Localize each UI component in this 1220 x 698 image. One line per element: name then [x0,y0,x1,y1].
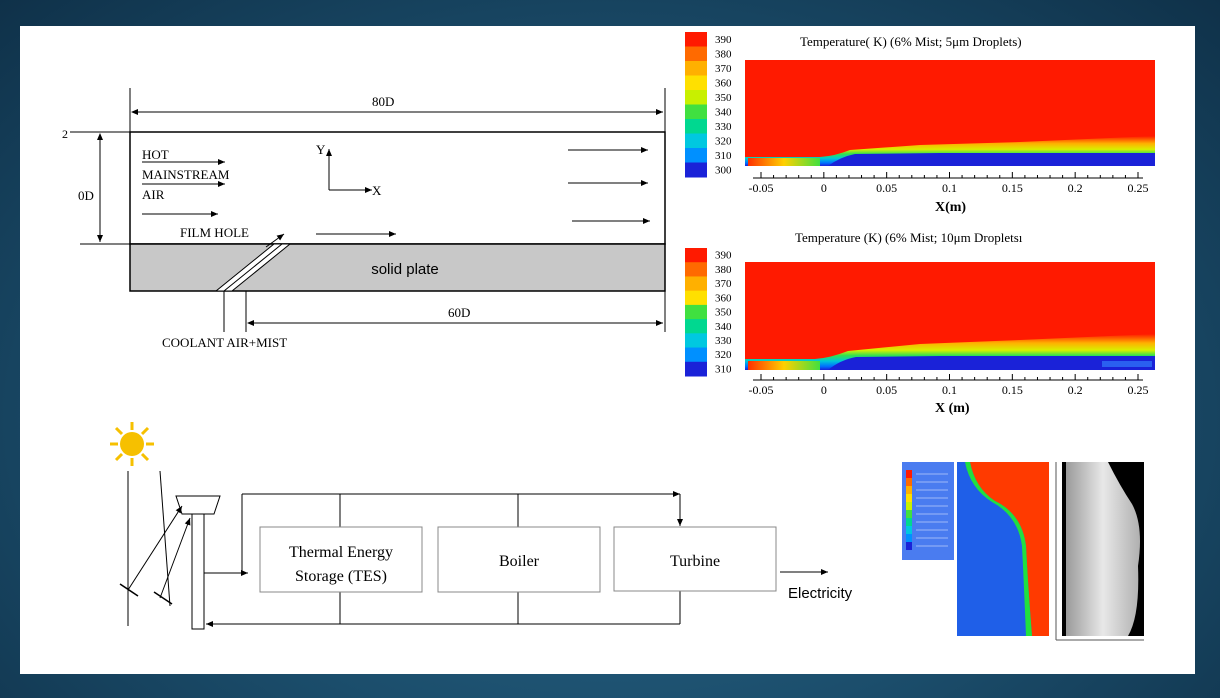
legend-top-swatch [685,75,707,91]
dim-top-label: 80D [372,94,394,109]
contour-top-tick-label: -0.05 [749,181,774,195]
legend-top-swatch [685,162,707,178]
contour-bottom-tick-label: 0.1 [942,383,957,397]
sun-icon [110,422,154,466]
contour-top-tick-label: 0.05 [876,181,897,195]
contour-top-tick-label: 0 [821,181,827,195]
electricity-label: Electricity [788,585,853,602]
legend-top-value: 330 [715,121,732,133]
heliostat-mirror [119,583,139,597]
contour-bottom-xlabel: X (m) [935,401,970,416]
legend-bottom-swatch [685,276,707,292]
turbine-label: Turbine [670,553,720,570]
mainstream-label: MAINSTREAM [142,167,230,182]
legend-top-value: 300 [715,164,732,176]
contour-bottom-tick-label: 0.15 [1002,383,1023,397]
slide-canvas: solid plate 80D 0D 2 HOT MAINSTREAM AIR … [20,26,1195,674]
legend-top-swatch [685,148,707,163]
contour-bottom-title: Temperature (K) (6% Mist; 10μm Dropletsı [795,230,1023,245]
contour-bottom-tick-label: 0.25 [1128,383,1149,397]
coolant-label: COOLANT AIR+MIST [162,335,287,350]
boiler-box [437,526,601,593]
legend-bottom-swatch [685,361,707,377]
legend-bottom-value: 330 [715,335,732,347]
legend-bottom-swatch [685,290,707,306]
legend-bottom: 390 380 370 360 350 340 330 320 310 [685,248,732,377]
legend-top-swatch [685,32,707,47]
legend-top-value: 370 [715,63,732,75]
legend-bottom-value: 380 [715,264,732,276]
legend-bottom-value: 360 [715,292,732,304]
air-label: AIR [142,187,165,202]
legend-bottom-value: 390 [715,250,732,262]
legend-bottom-value: 350 [715,307,732,319]
legend-top-value: 350 [715,92,732,104]
legend-top-swatch [685,104,707,120]
contour-plot-5um: Temperature( K) (6% Mist; 5μm Droplets) … [685,32,1155,215]
legend-bottom-swatch [685,304,707,320]
tes-label-2: Storage (TES) [295,568,387,585]
slide-graphics: solid plate 80D 0D 2 HOT MAINSTREAM AIR … [62,32,1155,641]
legend-bottom-swatch [685,319,707,334]
contour-bottom-tick-label: 0 [821,383,827,397]
film-hole-label: FILM HOLE [180,225,249,240]
legend-top-swatch [685,133,707,149]
contour-bottom-tick-label: 0.2 [1068,383,1083,397]
tes-box [259,526,423,593]
legend-top-swatch [685,46,707,62]
hot-label: HOT [142,147,169,162]
tes-label-1: Thermal Energy [289,544,393,561]
contour-plot-10um: Temperature (K) (6% Mist; 10μm Dropletsı… [685,230,1155,416]
heliostat-mirror [153,591,173,605]
boiler-label: Boiler [499,553,540,570]
legend-top-value: 360 [715,77,732,89]
legend-bottom-swatch [685,262,707,277]
turbine-box [613,526,777,592]
legend-top-value: 340 [715,106,732,118]
contour-top-xlabel: X(m) [935,200,966,215]
plate-label: solid plate [371,261,439,278]
contour-top-tick-label: 0.15 [1002,181,1023,195]
solar-thermal-system: Thermal Energy Storage (TES) Boiler Turb… [110,422,853,630]
axis-y-label: Y [316,142,326,157]
film-cooling-diagram: solid plate 80D 0D 2 HOT MAINSTREAM AIR … [62,88,666,350]
legend-bottom-value: 320 [715,349,732,361]
dim-bottom-label: 60D [448,305,470,320]
dim-left-label: 0D [78,188,94,203]
legend-bottom-value: 340 [715,321,732,333]
solid-plate [129,243,666,292]
contour-top-title: Temperature( K) (6% Mist; 5μm Droplets) [800,34,1022,49]
contour-top-tick-label: 0.2 [1068,181,1083,195]
axis-x-label: X [372,183,382,198]
legend-top-swatch [685,90,707,105]
legend-bottom-swatch [685,333,707,349]
contour-bottom-tick-label: 0.05 [876,383,897,397]
contour-bottom-tick-label: -0.05 [749,383,774,397]
top-mark-label: 2 [62,127,68,141]
legend-top-value: 310 [715,150,732,162]
legend-top-swatch [685,61,707,76]
tower [191,513,205,630]
legend-top-value: 390 [715,34,732,46]
legend-bottom-value: 310 [715,363,732,375]
legend-top-swatch [685,119,707,134]
receiver [175,495,221,515]
legend-bottom-value: 370 [715,278,732,290]
contour-top-tick-label: 0.1 [942,181,957,195]
melting-simulation-inset [902,462,1144,641]
legend-bottom-swatch [685,248,707,263]
contour-top-tick-label: 0.25 [1128,181,1149,195]
legend-top-value: 380 [715,48,732,60]
legend-top-value: 320 [715,135,732,147]
legend-bottom-swatch [685,347,707,363]
legend-top: 390 380 370 360 350 340 330 320 310 300 [685,32,732,178]
